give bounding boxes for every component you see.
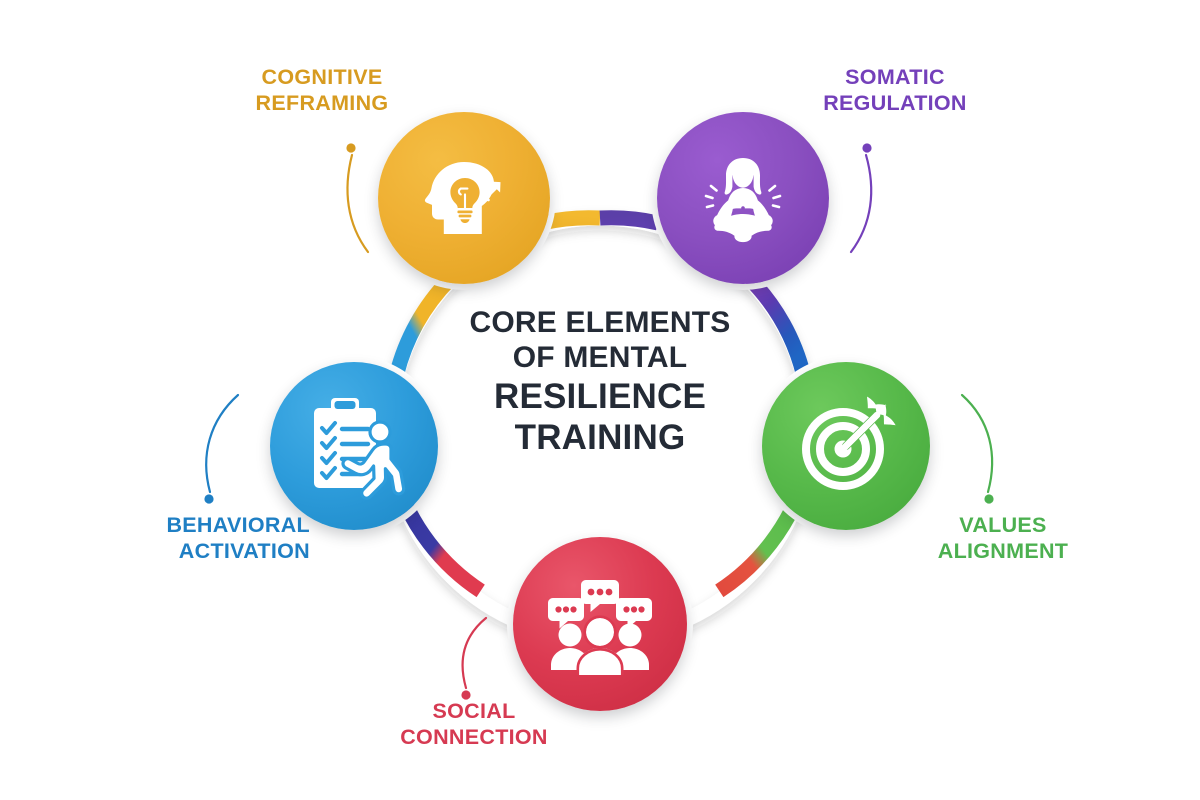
- title-line-2: OF MENTAL: [512, 341, 688, 375]
- connector-somatic-line: [849, 153, 873, 254]
- title-line-4: TRAINING: [514, 418, 686, 458]
- label-values-alignment: VALUES ALIGNMENT: [937, 513, 1069, 564]
- head-lightbulb-icon: [410, 144, 518, 252]
- label-cognitive-reframing: COGNITIVE REFRAMING: [255, 65, 389, 116]
- node-social-connection[interactable]: [513, 537, 687, 711]
- clipboard-walking-person-icon: [298, 390, 410, 502]
- connector-behavioral-dot: [204, 494, 214, 504]
- title-line-3: RESILIENCE: [493, 376, 707, 416]
- node-cognitive-reframing[interactable]: [378, 112, 550, 284]
- label-behavioral-activation: BEHAVIORAL ACTIVATION: [166, 513, 310, 564]
- connector-somatic-dot: [862, 143, 872, 153]
- ring-segment-amber-to-blue: [389, 274, 455, 377]
- people-speech-bubbles-icon: [542, 566, 658, 682]
- target-arrow-icon: [791, 391, 901, 501]
- ring-segment-amber-top: [540, 210, 601, 231]
- meditation-lotus-icon: [687, 142, 799, 254]
- connector-values-dot: [984, 494, 994, 504]
- ring-segment-purple-top: [599, 210, 660, 231]
- label-somatic-regulation: SOMATIC REGULATION: [823, 65, 967, 116]
- title-line-1: CORE ELEMENTS: [469, 306, 731, 339]
- connector-behavioral-line: [205, 393, 240, 494]
- page-title: CORE ELEMENTS OF MENTAL RESILIENCE TRAIN…: [430, 305, 770, 458]
- connector-cognitive-dot: [346, 143, 356, 153]
- node-somatic-regulation[interactable]: [657, 112, 829, 284]
- connector-social-dot: [461, 690, 471, 700]
- connector-values-line: [960, 393, 994, 494]
- node-behavioral-activation[interactable]: [270, 362, 438, 530]
- connector-social-line: [461, 616, 488, 690]
- node-values-alignment[interactable]: [762, 362, 930, 530]
- ring-segment-purple-to-blue: [745, 274, 811, 377]
- connector-cognitive-line: [346, 153, 370, 254]
- label-social-connection: SOCIAL CONNECTION: [400, 699, 548, 750]
